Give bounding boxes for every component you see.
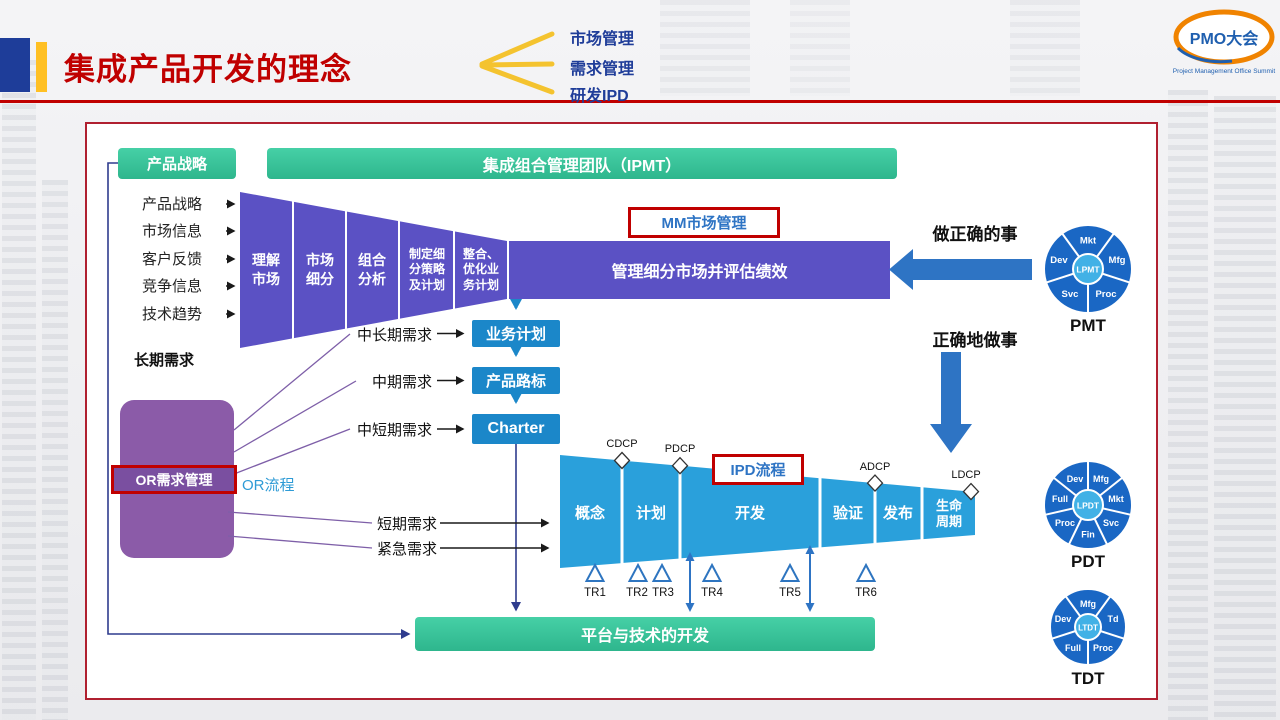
tdt-label: TDT (1071, 669, 1105, 688)
ipd-phase-label: 开发 (734, 504, 765, 522)
platform-bar: 平台与技术的开发 (415, 617, 875, 651)
or-tag: OR需求管理 (111, 465, 237, 494)
decoration-blue-block (0, 38, 30, 92)
header-divider (0, 100, 1280, 103)
input-item: 客户反馈 (142, 251, 203, 268)
background-building (1214, 96, 1276, 720)
long-term-demand-label: 长期需求 (134, 352, 195, 369)
or-process-label: OR流程 (242, 477, 295, 494)
ipd-phase-label: 验证 (832, 504, 863, 522)
pdt-label: PDT (1071, 552, 1105, 571)
ipd-phase-label: 发布 (882, 504, 913, 522)
pmt-label: PMT (1070, 316, 1106, 335)
input-item: 竞争信息 (142, 278, 203, 295)
manage-bar-label: 管理细分市场并评估绩效 (611, 264, 788, 281)
background-building (1010, 0, 1080, 96)
input-item: 技术趋势 (142, 306, 203, 323)
ipmt-bar: 集成组合管理团队（IPMT） (267, 148, 897, 179)
business-plan-box: 业务计划 (472, 320, 560, 347)
pmo-logo-text: PMO大会 (1190, 29, 1258, 48)
background-building (790, 0, 850, 96)
ipd-phase-label: 计划 (635, 504, 666, 522)
header-bullet-demand: 需求管理 (570, 61, 635, 78)
ipd-phase-label: 概念 (574, 504, 605, 522)
demand-row-label: 中期需求 (371, 373, 432, 391)
short-demand-label: 短期需求 (376, 515, 437, 533)
do-things-right-label: 正确地做事 (932, 330, 1018, 350)
background-building (1168, 90, 1208, 720)
mm-funnel-segment-label: 理解市场 (252, 252, 280, 287)
background-building (2, 60, 36, 720)
urgent-demand-label: 紧急需求 (376, 540, 437, 558)
mm-funnel-segment-label: 市场细分 (306, 252, 334, 287)
product-roadmap-box: 产品路标 (472, 367, 560, 394)
input-item: 产品战略 (142, 196, 203, 213)
diagram-panel (85, 122, 1158, 700)
do-right-things-label: 做正确的事 (932, 224, 1018, 244)
ipd-tag: IPD流程 (712, 454, 804, 485)
mm-funnel-segment-label: 组合分析 (358, 252, 386, 287)
pmo-logo-subtitle: Project Management Office Summit (1172, 68, 1276, 75)
pmo-logo: PMO大会 (1173, 9, 1275, 65)
demand-row-label: 中长期需求 (356, 326, 432, 344)
background-building (42, 180, 68, 720)
page-title: 集成产品开发的理念 (64, 52, 352, 87)
input-item: 市场信息 (142, 223, 203, 240)
background-building (660, 0, 750, 96)
mm-tag: MM市场管理 (628, 207, 780, 238)
product-strategy-box: 产品战略 (118, 148, 236, 179)
mm-funnel-segment-label: 整合、优化业务计划 (462, 246, 499, 292)
demand-row-label: 中短期需求 (356, 421, 432, 439)
mm-funnel-segment-label: 制定细分策略及计划 (408, 246, 445, 292)
header-bullet-ipd: 研发IPD (570, 88, 629, 105)
decoration-gold-bar (36, 42, 47, 92)
ipd-phase-label: 生命周期 (935, 497, 962, 529)
charter-box: Charter (472, 414, 560, 444)
header-bullet-market: 市场管理 (570, 31, 635, 48)
